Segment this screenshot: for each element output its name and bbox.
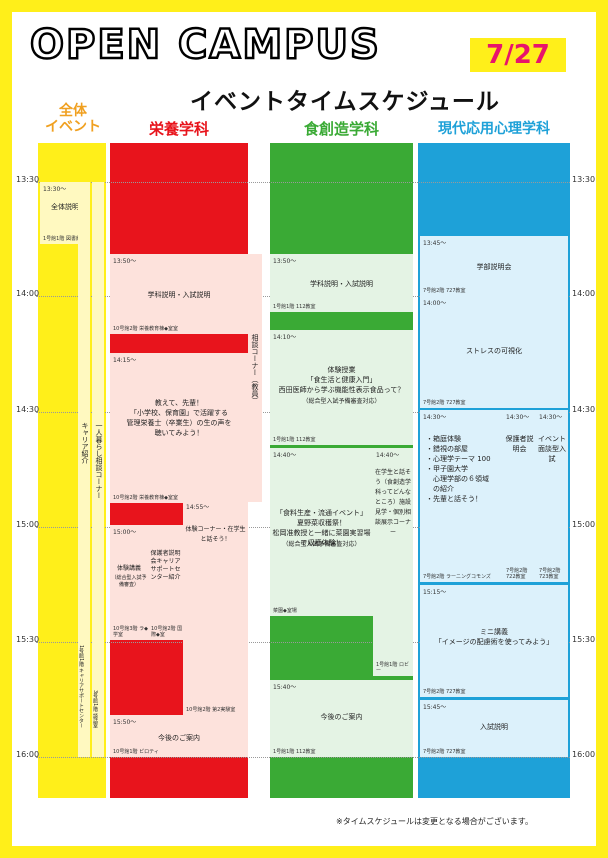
event-block: 15:15～ ミニ講義 「イメージの配慮術を使ってみよう」 7号館2階 727教… [420,585,568,697]
event-title: OPEN CAMPUS [29,21,381,70]
event-block: 14:15～ 教えて、先輩！ 「小学校、保育園」で活躍する 管理栄養士（卒業生）… [110,353,248,503]
time-tick-right: 14:30 [572,405,596,414]
event-block: 15:45～ 入試説明 7号館2階 727教室 [420,700,568,757]
gridline [36,642,570,643]
time-tick-right: 15:30 [572,635,596,644]
footer-note: ※タイムスケジュールは変更となる場合がございます。 [336,817,533,826]
time-tick-right: 14:00 [572,289,596,298]
event-block: 14:30～ ・箱庭体験・錯視の部屋・心理学テーマ 100・甲子園大学 心理学部… [420,410,503,582]
event-block: 14:55～ 体験コーナー・在学生と話そう！ 10号館2階 第2実験室 [183,500,248,715]
event-block: 13:45～ 学部説明会 7号館2階 727教室 [420,236,568,296]
time-tick-left: 14:00 [16,289,40,298]
schedule-subtitle: イベントタイムスケジュール [190,89,500,115]
gridline [36,757,570,758]
event-block: 15:00～ 体験講義 （総合型入試予備審査） 10号館3階 ラ◆学室 [110,525,148,640]
header-psychology: 現代応用心理学科 [438,121,550,137]
event-block: 14:40～ 「食料生産・流通イベント」 夏野菜収穫祭！ 松岡准教授と一緒に菜園… [270,448,373,616]
gridline [36,182,570,183]
event-block: 14:40～ 在学生と話そう（食創造学科ってどんなところ）施設見学・個別相談展示… [373,448,413,676]
room-note: 3号館1階 談話室 [92,690,98,728]
header-general-events: 全体イベント [45,103,101,135]
event-block: 13:50～ 学科説明・入試説明 10号館2階 栄養教育棟◆室室 [110,254,248,334]
time-tick-left: 15:00 [16,520,40,529]
time-tick-left: 15:30 [16,635,40,644]
event-block: 14:30～ イベント面談型入試 7号館2階 723教室 [536,410,568,582]
time-tick-left: 14:30 [16,405,40,414]
event-block: 14:30～ 保護者説明会 7号館2階 722教室 [503,410,536,582]
time-tick-left: 16:00 [16,750,40,759]
header-nutrition: 栄養学科 [148,120,209,138]
time-tick-left: 13:30 [16,175,40,184]
time-tick-right: 15:00 [572,520,596,529]
header-food-creation: 食創造学科 [303,120,379,138]
event-block: 15:50～ 今後のご案内 10号館1階 ピロティ [110,715,248,757]
event-block: 14:00～ ストレスの可視化 7号館2階 727教室 [420,296,568,408]
event-block: 13:50～ 学科説明・入試説明 1号館1階 112教室 [270,254,413,312]
time-tick-right: 13:30 [572,175,596,184]
event-block: 14:10～ 体験授業 「食生活と健康入門」 西田医師から学ぶ機能性表示食品って… [270,330,413,445]
room-note: 1号館1階 キャリアサポートセンター [78,645,84,728]
event-date-badge: 7/27 [470,38,566,72]
time-tick-right: 16:00 [572,750,596,759]
career-column-block: キャリア紹介 [78,182,90,757]
living-alone-column-block: 一人暮らし相談コーナー [92,182,104,757]
event-block: 保護者説明会キャリアサポートセンター紹介 10号館2階 国際◆室 [148,525,183,640]
consultation-corner-block: 相談コーナー（教員） [248,254,262,502]
event-block: 15:40～ 今後のご案内 1号館1階 112教室 [270,680,413,757]
